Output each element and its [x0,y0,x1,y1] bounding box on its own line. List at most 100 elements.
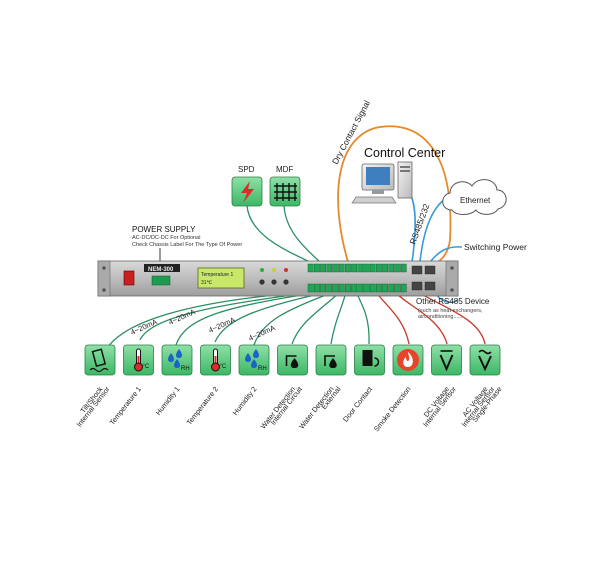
sensor-box[interactable]: RH Humidity 1 [154,344,193,417]
terminal-top [307,263,314,273]
wires [101,125,486,361]
terminal-bottom [376,283,382,293]
terminal-top [314,263,320,273]
terminal-top [351,263,357,273]
led-indicator [284,268,288,272]
terminal-top [357,263,364,273]
dc-voltage-icon [439,350,454,372]
rj45-port[interactable] [424,265,436,275]
sensor-label: Door Contact [341,385,374,424]
terminal-bottom [369,283,376,293]
keyboard-icon [351,196,397,204]
front-button[interactable] [283,279,289,285]
terminal-top [376,263,382,273]
sensor-box[interactable]: RH Humidity 2 [231,344,270,417]
spd-box[interactable]: SPD [231,165,263,207]
other-rs485-sub1: (such as heat exchangers, [418,308,483,314]
terminal-bottom [382,283,388,293]
ethernet-label: Ethernet [460,196,491,205]
control-center-label: Control Center [364,146,445,160]
sensor-label: Humidity 1 [154,385,182,417]
dry-contact-wire [337,125,452,266]
terminal-top [326,263,333,273]
other-rs485-device: Other RS485 Device (such as heat exchang… [416,297,490,320]
rack-ear-right [445,260,459,297]
thermometer-icon: °C [211,348,227,372]
device-model: NEM-300 [148,267,174,273]
control-center[interactable]: Control Center [351,146,445,204]
lcd-line1: Temperature 1 [201,272,233,278]
terminal-top [332,263,339,273]
humidity-icon: RH [168,349,190,372]
rj45-port[interactable] [411,265,423,275]
terminal-bottom [326,283,333,293]
terminal-top [400,263,407,273]
mdf-label: MDF [276,165,293,174]
power-supply-note: POWER SUPPLY AC-DC/DC-DC For Optional Ch… [132,225,242,248]
ethernet-cloud[interactable]: Ethernet [442,179,507,215]
unit-text: °C [143,364,150,370]
power-switch[interactable] [123,270,135,286]
other-rs485-sub2: airconditioning...... [418,314,463,320]
power-supply-line1: AC-DC/DC-DC For Optional [132,235,200,241]
rj45-port[interactable] [411,281,423,291]
terminal-top [369,263,376,273]
spd-label: SPD [238,165,255,174]
terminal-top [388,263,395,273]
grid-icon [274,183,297,201]
terminal-top [382,263,388,273]
ac-voltage-icon [478,349,492,372]
water-drop-icon [285,355,299,368]
power-supply-line2: Check Chassis Label For The Type Of Powe… [132,242,242,248]
terminal-bottom [400,283,407,293]
terminal-top [338,263,345,273]
switching-power-wire [429,246,463,263]
terminal-bottom [357,283,364,293]
tilt-shock-icon [89,348,109,373]
terminal-bottom [363,283,370,293]
door-contact-icon [362,350,380,367]
front-button[interactable] [259,279,265,285]
terminal-bottom [332,283,339,293]
unit-text: RH [181,366,190,372]
other-rs485-title: Other RS485 Device [416,297,490,306]
thermometer-icon: °C [134,348,150,372]
terminal-bottom [351,283,357,293]
unit-text: RH [258,366,267,372]
rack-device[interactable]: NEM-300 Temperature 1 31℃ [97,260,459,297]
terminal-bottom [338,283,345,293]
terminal-bottom [388,283,395,293]
mdf-box[interactable]: MDF [269,165,301,207]
power-supply-title: POWER SUPPLY [132,225,196,234]
terminal-bottom [314,283,320,293]
terminal-bottom [394,283,401,293]
terminal-top [320,263,326,273]
terminal-bottom [345,283,351,293]
terminal-blocks [307,263,407,293]
front-button[interactable] [271,279,277,285]
lightning-icon [241,181,254,203]
mdf-wire [283,205,321,263]
terminal-bottom [320,283,326,293]
sensor-label: Smoke Detection [372,385,413,434]
rack-ear-left [97,260,111,297]
terminal-top [345,263,351,273]
terminal-top [363,263,370,273]
power-terminal [151,275,171,286]
rj45-port[interactable] [424,281,436,291]
sensor-box[interactable]: Door Contact [341,344,385,424]
sensor-label: Humidity 2 [231,385,259,417]
humidity-icon: RH [245,349,267,372]
smoke-fire-icon [397,349,419,371]
unit-text: °C [220,364,227,370]
current-label: 4~20mA [247,323,276,343]
led-indicator [272,268,276,272]
water-drop-icon [324,355,337,368]
terminal-top [394,263,401,273]
cloud-icon [442,179,507,215]
